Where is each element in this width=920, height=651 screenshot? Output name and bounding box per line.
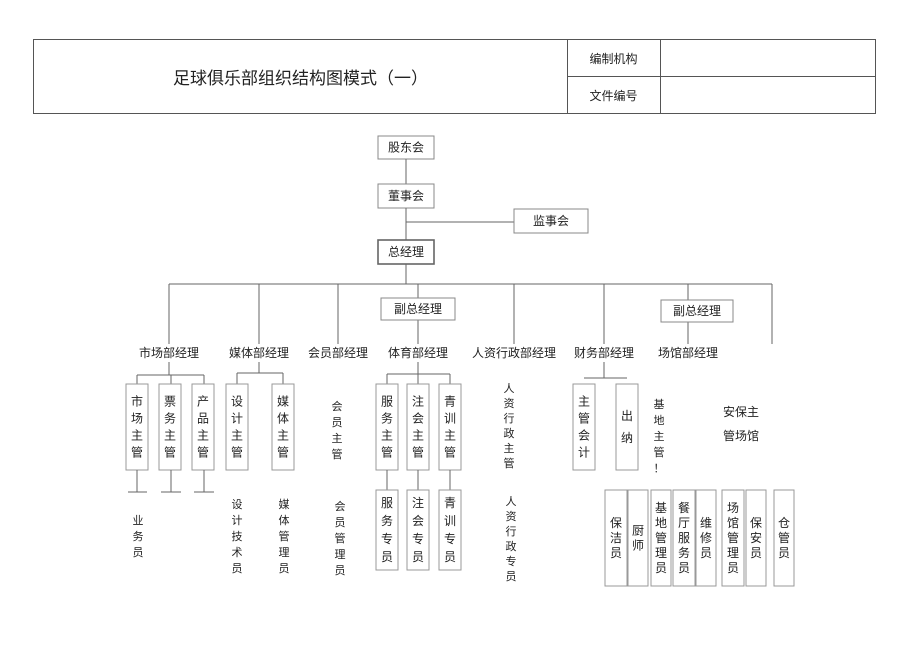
venue-staff-3-label: 餐厅服务员 [678, 500, 690, 575]
shareholders-label: 股东会 [388, 141, 424, 155]
hr-sup: 人资行政主管 [504, 382, 515, 470]
media-staff-1: 媒体管理员 [279, 498, 290, 575]
supervisors-box [513, 208, 589, 234]
dept-0-label: 市场部经理 [139, 345, 199, 360]
member-staff: 会员管理员 [335, 500, 346, 577]
venue-staff-2-label: 基地管理员 [655, 501, 667, 575]
sports-sup-2-label: 青训主管 [444, 395, 456, 460]
venue-staff-7-box [773, 489, 795, 587]
market-sup-1-box [158, 383, 182, 471]
deputy-gm-1-label: 副总经理 [394, 302, 442, 316]
sports-staff-2-label: 青训专员 [444, 496, 456, 564]
sports-sup-1-label: 注会主管 [412, 394, 424, 460]
hr-staff: 人资行政专员 [506, 495, 517, 583]
media-staff-0: 设计技术员 [232, 498, 243, 575]
dept-3-label: 体育部经理 [388, 345, 448, 360]
finance-sup-0-box [572, 383, 596, 471]
deputy-gm-2-box [660, 299, 734, 323]
dept-2-label: 会员部经理 [308, 345, 368, 360]
venue-staff-2-box [650, 489, 672, 587]
doc-label: 文件编号 [567, 77, 661, 113]
deputy-gm-1-box [380, 297, 456, 321]
deputy-gm-2-label: 副总经理 [673, 304, 721, 318]
org-value [660, 40, 875, 77]
dept-6-label: 场馆部经理 [658, 345, 718, 360]
market-sup-2-label: 产品主管 [197, 395, 209, 460]
general-manager-label: 总经理 [388, 245, 424, 259]
sports-staff-1-box [406, 489, 430, 571]
board-box [377, 183, 435, 209]
media-sup-1-box [271, 383, 295, 471]
finance-sup-1-label: 出纳 [621, 409, 633, 445]
market-sup-1-label: 票务主管 [164, 395, 176, 460]
venue-staff-7-label: 仓管员 [778, 516, 790, 560]
venue-staff-0-label: 保洁员 [610, 516, 622, 560]
finance-sup-0-label: 主管会计 [578, 395, 590, 460]
venue-staff-1-label: 厨师 [632, 524, 644, 553]
finance-sup-1-box [615, 383, 639, 471]
venue-staff-6-box [745, 489, 767, 587]
dept-1-label: 媒体部经理 [229, 345, 289, 360]
venue-sup: 基地主管！ [654, 398, 665, 475]
venue-staff-5-box [721, 489, 745, 587]
venue-sup2-line1: 安保主 [723, 404, 759, 419]
sports-staff-2-box [438, 489, 462, 571]
venue-staff-4-box [695, 489, 717, 587]
venue-staff-0-box [604, 489, 628, 587]
sports-staff-0-box [375, 489, 399, 571]
org-label: 编制机构 [567, 40, 661, 77]
document-header: 足球俱乐部组织结构图模式（一） 编制机构 文件编号 [33, 39, 876, 114]
venue-sup2-line2: 管场馆 [723, 428, 759, 443]
general-manager-box [377, 239, 435, 265]
venue-staff-5-label: 场馆管理员 [727, 501, 739, 575]
media-sup-0-box [225, 383, 249, 471]
sports-sup-0-label: 服务主管 [381, 395, 393, 460]
market-sup-2-box [191, 383, 215, 471]
sports-staff-1-label: 注会专员 [412, 495, 424, 564]
supervisors-label: 监事会 [533, 214, 569, 228]
member-sup: 会员主管 [332, 400, 343, 461]
media-sup-0-label: 设计主管 [231, 395, 243, 460]
sports-staff-0-label: 服务专员 [381, 496, 393, 564]
dept-4-label: 人资行政部经理 [472, 345, 556, 360]
market-staff: 业务员 [133, 514, 144, 559]
media-sup-1-label: 媒体主管 [277, 395, 289, 460]
board-label: 董事会 [388, 189, 424, 203]
venue-staff-1-box [627, 489, 649, 587]
market-sup-0-label: 市场主管 [131, 394, 143, 460]
venue-staff-3-box [672, 489, 696, 587]
venue-staff-4-label: 维修员 [700, 516, 712, 560]
dept-5-label: 财务部经理 [574, 345, 634, 360]
venue-staff-6-label: 保安员 [750, 516, 762, 560]
